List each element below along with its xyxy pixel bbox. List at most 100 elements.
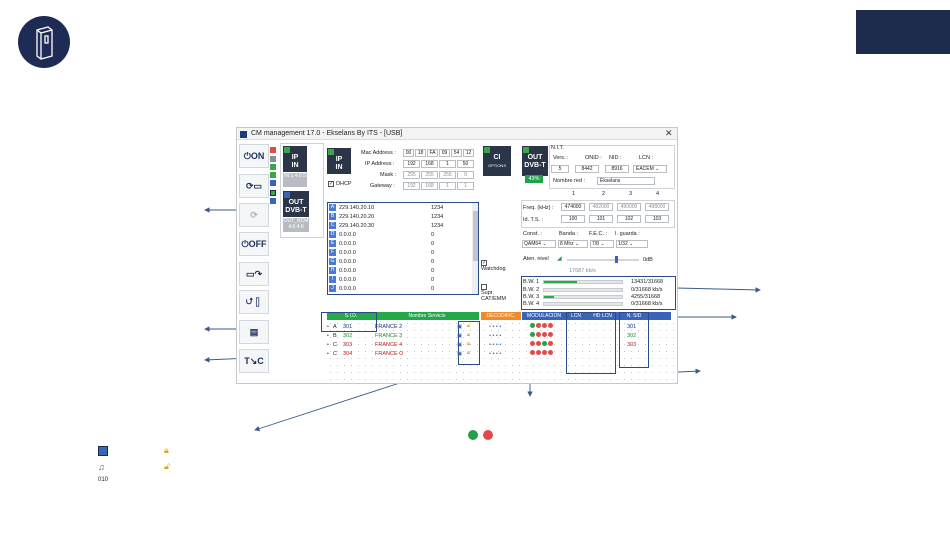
report-button[interactable]: ▤ [239,320,269,344]
freq-field[interactable]: 498000 [645,203,669,211]
nid-field[interactable]: 8916 [605,165,629,173]
legend-lock-icon: 🔒︎ [164,445,169,455]
lcn-select[interactable]: EACEM ⌄ [633,165,667,173]
table-row[interactable]: ▪ C 304 FRANCE O ▣ 🔒︎ • • • • [327,349,675,358]
guard-select[interactable]: 1/32 ⌄ [616,240,648,248]
table-row[interactable]: ▪ A 301 FRANCE 2 ▣ 🔒︎ • • • • 301 [327,323,637,330]
total-bitrate: 17687 kb/s [569,268,596,274]
watchdog-checkbox[interactable]: ✓ Watchdog [481,260,506,272]
decod-dots: • • • • [489,350,502,357]
ip-in-version: IN 1.4.0.5 [283,173,307,187]
bw3-fill [544,296,555,298]
mask-field[interactable]: 255 [439,171,456,179]
modulation-buttons[interactable] [530,323,574,330]
power-off-button[interactable]: ⏻OFF [239,232,269,256]
device-icon [36,26,53,60]
brand-logo [18,16,70,68]
upload-config-button[interactable]: ▭↷ [239,262,269,286]
out-dvbt-module[interactable]: OUT DVB-T [283,191,309,217]
lock-icon[interactable]: 🔒︎ [467,332,470,338]
channel-col-4: 4 [656,191,660,197]
temperature-button[interactable]: T↘C [239,349,269,373]
mac-field[interactable]: 54 [451,149,462,157]
aten-value: 0dB [643,257,653,263]
ts-field[interactable]: 100 [561,215,585,223]
legend-unlock-icon: 🔓︎ [164,461,170,471]
ip-field[interactable]: 1 [439,160,456,168]
return-arrow-icon: ⮍▯ [245,296,263,306]
gateway-field[interactable]: 1 [439,182,456,190]
freq-field[interactable]: 482000 [589,203,613,211]
const-select[interactable]: QAM64 ⌄ [522,240,556,248]
list-scrollbar[interactable] [472,203,478,294]
modulation-buttons[interactable] [530,341,574,348]
ts-field[interactable]: 103 [645,215,669,223]
table-row[interactable]: ▪ C 303 FRANCE 4 ▣ 🔒︎ • • • • 303 [327,341,637,348]
mac-field[interactable]: 12 [463,149,474,157]
legend-data-code: 010 [98,477,109,483]
cm-management-window: CM management 17.0 - Ekselans By ITS - [… [236,127,678,384]
video-icon[interactable]: ▣ [457,341,463,348]
scrollbar-thumb[interactable] [473,211,478,261]
gateway-field[interactable]: 1 [457,182,474,190]
slider-handle[interactable] [615,256,618,263]
lock-icon[interactable]: 🔒︎ [467,341,470,347]
mac-field[interactable]: 09 [439,149,450,157]
ci-options-module[interactable]: CI OPTIONS [483,146,511,176]
ip-field[interactable]: 168 [421,160,438,168]
freq-field[interactable]: 490000 [617,203,641,211]
video-icon[interactable]: ▣ [457,323,463,330]
attenuation-slider[interactable] [567,259,639,261]
mac-field[interactable]: FA [427,149,438,157]
modulation-buttons[interactable] [530,350,574,357]
close-icon[interactable]: ✕ [665,128,673,138]
mac-field[interactable]: 18 [415,149,426,157]
mac-field[interactable]: 00 [403,149,414,157]
aten-label: Aten. nivel [523,256,549,262]
video-icon[interactable]: ▣ [457,332,463,339]
bw2-value: 0/31668 kb/s [631,287,663,293]
lock-icon[interactable]: 🔒︎ [467,350,470,356]
ts-field[interactable]: 102 [617,215,641,223]
net-name-field[interactable]: Ekselans [597,177,655,185]
onid-field[interactable]: 8442 [575,165,599,173]
mask-field[interactable]: 255 [403,171,420,179]
mask-field[interactable]: 255 [421,171,438,179]
module-led [523,147,529,153]
gateway-field[interactable]: 168 [421,182,438,190]
lcn-label: LCN : [639,155,654,161]
vers-field[interactable]: 5 [551,165,569,173]
freq-field[interactable]: 474000 [561,203,585,211]
power-on-button[interactable]: ⏻ON [239,144,269,168]
download-config-button[interactable]: ⮍▯ [239,290,269,314]
supr-catemm-checkbox[interactable]: Supr. CAT/EMM [481,284,506,302]
dhcp-checkbox[interactable]: ✓ DHCP [328,181,352,187]
mask-field[interactable]: 0 [457,171,474,179]
ip-field[interactable]: 192 [403,160,420,168]
banda-select[interactable]: 8 Mhz ⌄ [558,240,588,248]
refresh-icon: ⟳ [250,209,258,220]
sync-config-button[interactable]: ⟳▭ [239,174,269,198]
modulation-buttons[interactable] [530,332,574,339]
refresh-button[interactable]: ⟳ [239,203,269,227]
video-icon[interactable]: ▣ [457,350,463,357]
ip-in-module[interactable]: IP IN [283,146,307,172]
ts-field[interactable]: 101 [589,215,613,223]
gateway-field[interactable]: 192 [403,182,420,190]
chevron-down-icon: ⌄ [575,241,580,247]
table-row[interactable]: ▪ B 302 FRANCE 3 ▣ 🔒︎ • • • • 302 [327,332,637,339]
ip-field[interactable]: 50 [457,160,474,168]
vers-label: Vers. : [553,155,569,161]
fec-select[interactable]: 7/8 ⌄ [590,240,614,248]
lock-icon[interactable]: 🔒︎ [467,323,470,329]
